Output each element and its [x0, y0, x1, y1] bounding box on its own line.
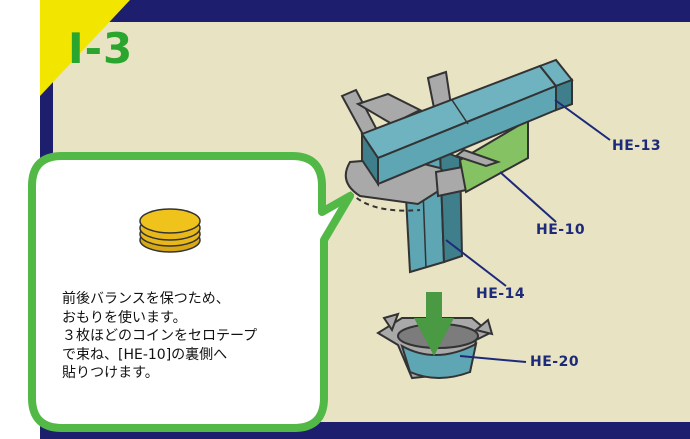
insert-arrow: [414, 292, 454, 356]
leader-he13: [554, 99, 611, 141]
label-he20: HE-20: [530, 354, 580, 370]
note-line: 前後バランスを保つため、: [62, 291, 230, 307]
step-title: I-3: [68, 24, 134, 73]
note-line: おもりを使います。: [62, 309, 187, 326]
note-text: 前後バランスを保つため、 おもりを使います。 ３枚ほどのコインをセロテープ で束…: [62, 290, 302, 383]
note-line: 貼りつけます。: [62, 365, 159, 381]
leader-he20: [459, 355, 527, 363]
coin-stack-icon: [139, 208, 201, 253]
note-line: ３枚ほどのコインをセロテープ: [62, 328, 258, 344]
leader-he14: [445, 239, 507, 287]
part-he20: [376, 312, 494, 380]
title-tab: [40, 0, 130, 96]
part-he10: [453, 118, 529, 194]
label-he14: HE-14: [476, 286, 526, 302]
leader-he10: [499, 171, 557, 223]
label-he10: HE-10: [536, 222, 586, 238]
label-he13: HE-13: [612, 138, 662, 154]
note-line: で束ね、[HE-10]の裏側へ: [62, 346, 228, 363]
part-he13: [360, 58, 574, 188]
leader-lines: [445, 99, 611, 363]
note-bubble: [28, 152, 354, 432]
